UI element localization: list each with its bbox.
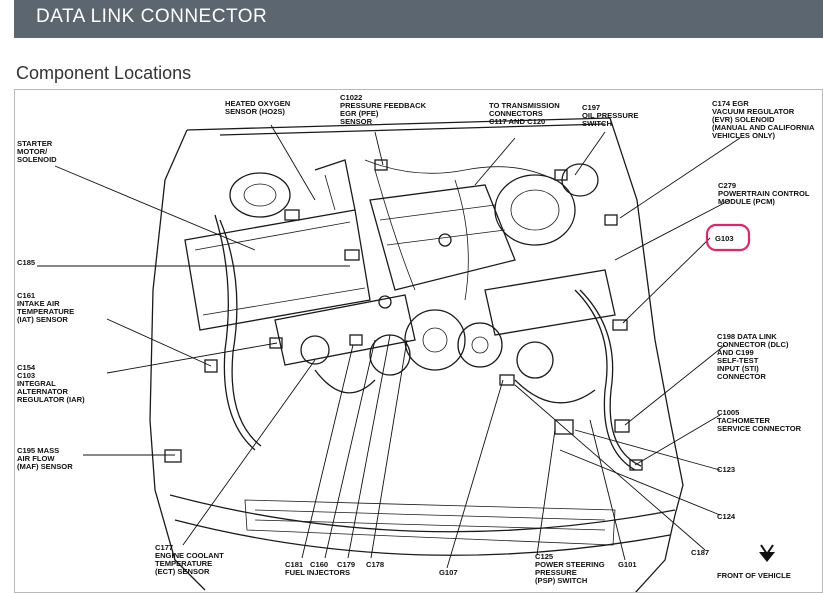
label-ho2s: HEATED OXYGEN SENSOR (HO2S) [225, 99, 292, 116]
g103-highlight [705, 223, 751, 252]
component-locations-diagram: STARTER MOTOR/ SOLENOID HEATED OXYGEN SE… [14, 89, 823, 593]
label-c181: C181 [285, 560, 304, 569]
page-title: DATA LINK CONNECTOR [36, 6, 268, 27]
label-g107: G107 [439, 568, 458, 577]
label-c123: C123 [717, 465, 735, 474]
label-c185: C185 [17, 258, 36, 267]
label-c161: C161 INTAKE AIR TEMPERATURE (IAT) SENSOR [17, 291, 76, 324]
label-c187: C187 [691, 548, 709, 557]
label-g103: G103 [715, 234, 734, 243]
label-c1022: C1022 PRESSURE FEEDBACK EGR (PFE) SENSOR [340, 93, 428, 126]
label-c1005: C1005 TACHOMETER SERVICE CONNECTOR [717, 408, 802, 433]
front-arrow-icon [759, 552, 775, 562]
label-transmission: TO TRANSMISSION CONNECTORS C117 AND C120 [489, 101, 562, 126]
engine-diagram-svg: STARTER MOTOR/ SOLENOID HEATED OXYGEN SE… [17, 93, 816, 592]
label-c197: C197 OIL PRESSURE SWITCH [582, 103, 641, 128]
label-starter: STARTER MOTOR/ SOLENOID [17, 139, 57, 164]
label-c154-c103: C154 C103 INTEGRAL ALTERNATOR REGULATOR … [17, 363, 85, 404]
label-c125: C125 POWER STEERING PRESSURE (PSP) SWITC… [535, 552, 607, 585]
label-c160: C160 [310, 560, 328, 569]
label-fuel-injectors: FUEL INJECTORS [285, 568, 350, 577]
label-c177: C177 ENGINE COOLANT TEMPERATURE (ECT) SE… [155, 543, 226, 576]
section-title: Component Locations [16, 63, 192, 83]
label-c195: C195 MASS AIR FLOW (MAF) SENSOR [17, 446, 73, 471]
label-front-of-vehicle: FRONT OF VEHICLE [717, 571, 791, 580]
label-c178: C178 [366, 560, 384, 569]
label-c198-dlc: C198 DATA LINK CONNECTOR (DLC) AND C199 … [717, 332, 791, 381]
page-header: DATA LINK CONNECTOR [14, 0, 823, 38]
label-c124: C124 [717, 512, 736, 521]
engine-bay-drawing [149, 117, 684, 592]
label-c279: C279 POWERTRAIN CONTROL MODULE (PCM) [718, 181, 812, 206]
leader-lines [37, 124, 741, 569]
component-labels: STARTER MOTOR/ SOLENOID HEATED OXYGEN SE… [17, 93, 816, 585]
label-c174: C174 EGR VACUUM REGULATOR (EVR) SOLENOID… [712, 99, 816, 140]
label-g101: G101 [618, 560, 637, 569]
label-c179: C179 [337, 560, 355, 569]
